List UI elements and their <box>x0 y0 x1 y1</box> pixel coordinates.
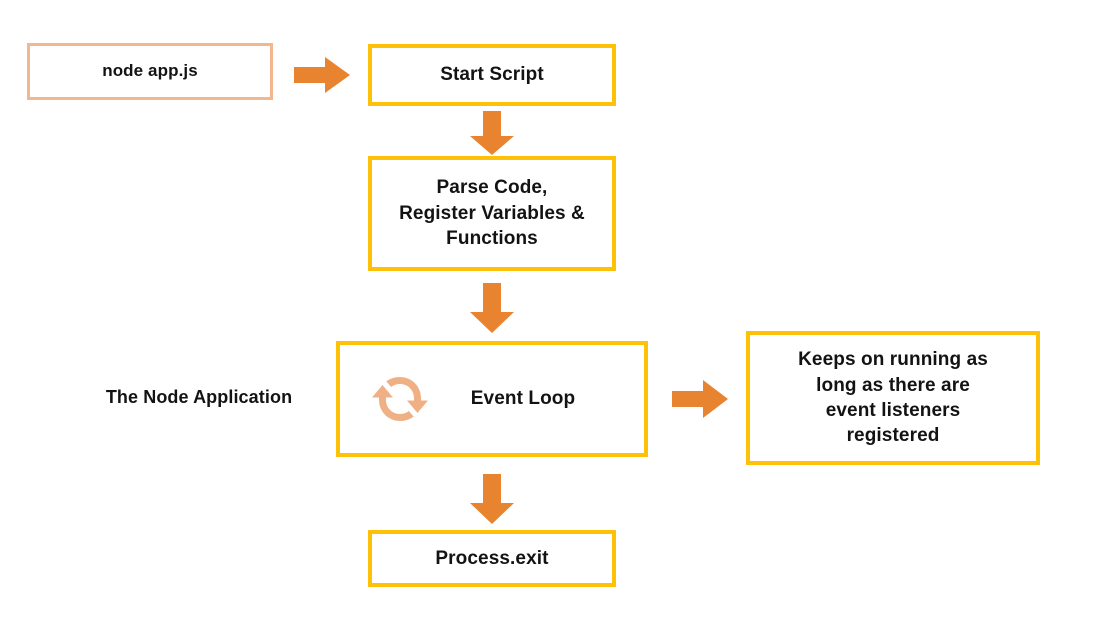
node-command-label: node app.js <box>102 61 198 81</box>
event-loop-content: Event Loop <box>340 345 644 453</box>
arrow-right-icon <box>672 380 728 418</box>
event-listeners-note-box[interactable]: Keeps on running as long as there are ev… <box>746 331 1040 465</box>
loop-refresh-icon <box>372 371 428 427</box>
parse-code-box[interactable]: Parse Code, Register Variables & Functio… <box>368 156 616 271</box>
node-command-box[interactable]: node app.js <box>27 43 273 100</box>
start-script-label: Start Script <box>440 64 544 86</box>
process-exit-box[interactable]: Process.exit <box>368 530 616 587</box>
arrow-right-icon <box>294 57 350 93</box>
arrow-down-icon <box>470 111 514 155</box>
parse-code-label: Parse Code, Register Variables & Functio… <box>399 177 585 250</box>
arrow-down-icon <box>470 474 514 524</box>
event-loop-box[interactable]: Event Loop <box>336 341 648 457</box>
start-script-box[interactable]: Start Script <box>368 44 616 106</box>
process-exit-label: Process.exit <box>435 547 549 569</box>
event-listeners-note-label: Keeps on running as long as there are ev… <box>798 349 988 447</box>
arrow-down-icon <box>470 283 514 333</box>
page-title: The Node Application <box>105 387 293 407</box>
event-loop-label: Event Loop <box>470 388 576 410</box>
